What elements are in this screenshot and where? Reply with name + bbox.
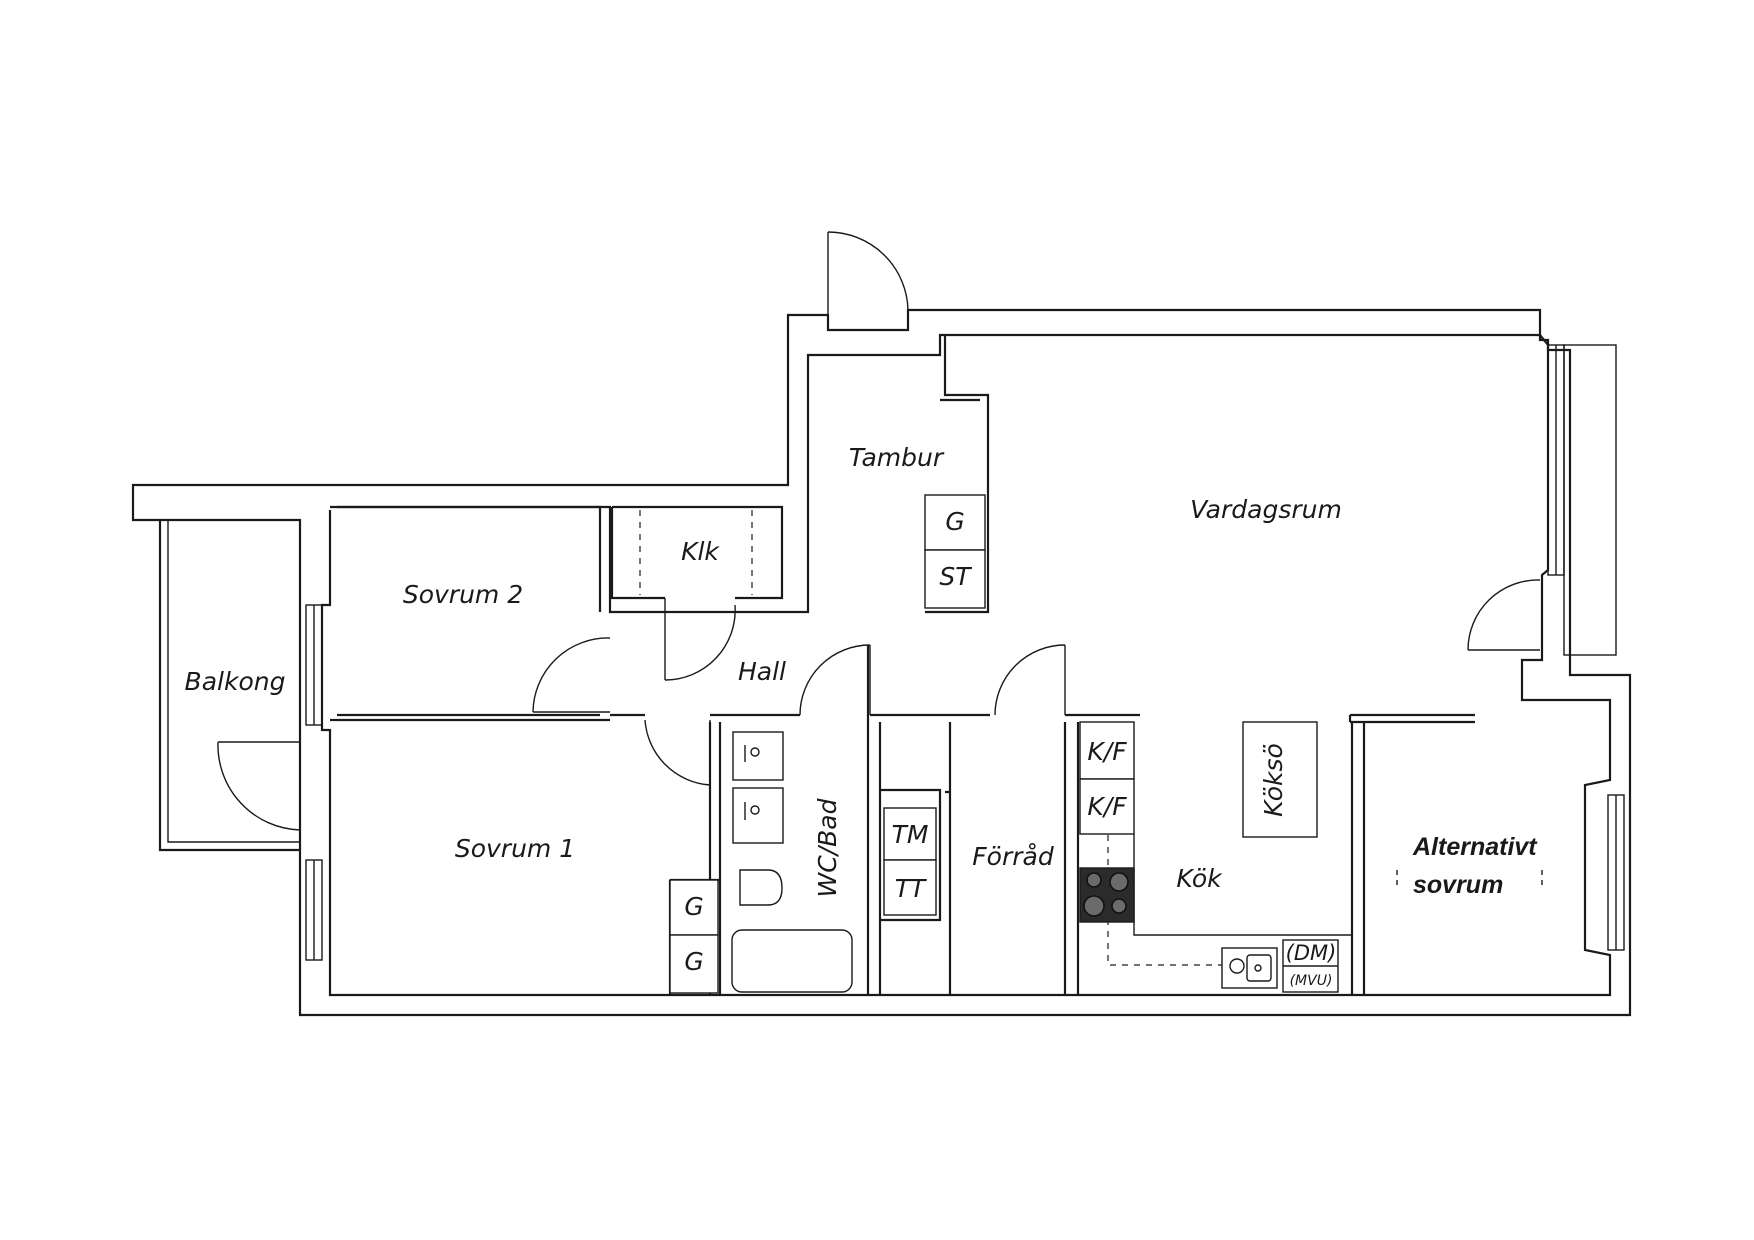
label-dm: (DM) bbox=[1286, 941, 1337, 965]
label-tambur-st: ST bbox=[939, 562, 972, 591]
label-mvu: (MVU) bbox=[1290, 973, 1333, 989]
door-swing-icon bbox=[217, 231, 1541, 831]
label-tm: TM bbox=[892, 820, 929, 849]
label-sovrum1-g1: G bbox=[684, 892, 703, 921]
kitchen-sink-icon bbox=[1221, 947, 1278, 989]
label-sovrum: sovrum bbox=[1413, 871, 1503, 899]
window-icon bbox=[305, 344, 1625, 961]
kitchen-island bbox=[1242, 721, 1318, 838]
label-wc-bad: WC/Bad bbox=[813, 798, 842, 897]
interior-walls bbox=[330, 335, 1475, 995]
room-labels: Tambur Vardagsrum Klk Sovrum 2 Balkong H… bbox=[185, 443, 1539, 899]
label-kokso: Köksö bbox=[1259, 743, 1288, 817]
label-tambur-g: G bbox=[945, 507, 964, 536]
stove-icon bbox=[1079, 867, 1135, 923]
closet-rail bbox=[639, 510, 753, 595]
label-balkong: Balkong bbox=[185, 667, 286, 696]
sink-icon bbox=[732, 731, 784, 844]
label-alternativt: Alternativt bbox=[1412, 833, 1538, 861]
tambur-closets bbox=[924, 494, 986, 609]
sovrum1-closets bbox=[669, 879, 719, 994]
label-sovrum-2: Sovrum 2 bbox=[403, 580, 523, 609]
label-sovrum-1: Sovrum 1 bbox=[455, 834, 575, 863]
label-vardagsrum: Vardagsrum bbox=[1190, 495, 1342, 524]
label-forrad: Förråd bbox=[972, 842, 1054, 871]
kitchen-counters bbox=[1079, 721, 1352, 993]
balcony bbox=[158, 520, 300, 852]
label-kf-1: K/F bbox=[1087, 737, 1127, 766]
bathtub-icon bbox=[731, 929, 853, 993]
label-klk: Klk bbox=[681, 537, 720, 566]
room-markers bbox=[1396, 870, 1543, 885]
label-kf-2: K/F bbox=[1087, 792, 1127, 821]
label-tt: TT bbox=[895, 874, 927, 903]
label-tambur: Tambur bbox=[849, 443, 945, 472]
toilet-icon bbox=[739, 869, 783, 906]
label-kok: Kök bbox=[1176, 864, 1223, 893]
outer-walls bbox=[131, 308, 1632, 1017]
fixture-labels: G ST G G TM TT K/F K/F (DM) (MVU) bbox=[684, 507, 1336, 989]
label-sovrum1-g2: G bbox=[684, 947, 703, 976]
laundry-machines bbox=[883, 807, 937, 916]
label-hall: Hall bbox=[738, 657, 786, 686]
